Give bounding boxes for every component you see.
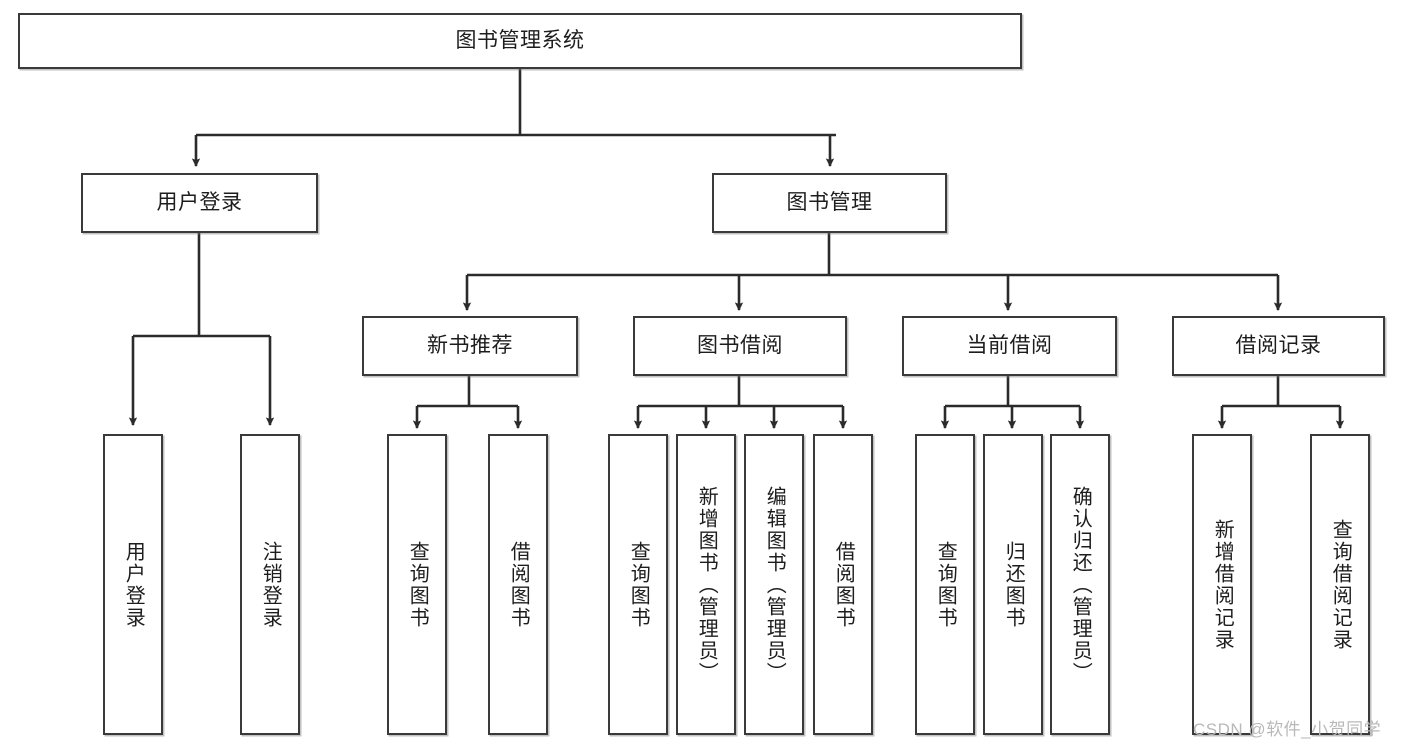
leaf-edit-book-label: 编辑图书（管理员） [763,485,786,684]
node-root[interactable]: 图书管理系统 [18,13,1022,69]
leaf-logout-login[interactable]: 注销登录 [240,434,300,735]
leaf-logout-login-label: 注销登录 [259,540,282,629]
leaf-borrow-book-1-label: 借阅图书 [507,540,530,629]
leaf-return-book[interactable]: 归还图书 [983,434,1043,735]
node-current-borrow-label: 当前借阅 [966,333,1053,357]
node-user-login-label: 用户登录 [156,190,243,214]
leaf-add-record[interactable]: 新增借阅记录 [1192,434,1252,735]
leaf-query-record[interactable]: 查询借阅记录 [1310,434,1370,735]
leaf-borrow-book-1[interactable]: 借阅图书 [488,434,548,735]
leaf-query-book-2-label: 查询图书 [627,540,650,629]
node-book-borrow-label: 图书借阅 [697,333,783,357]
leaf-add-record-label: 新增借阅记录 [1211,518,1234,651]
leaf-edit-book[interactable]: 编辑图书（管理员） [744,434,804,735]
leaf-query-record-label: 查询借阅记录 [1329,518,1352,651]
leaf-query-book-1-label: 查询图书 [406,540,429,629]
node-current-borrow[interactable]: 当前借阅 [902,316,1117,376]
leaf-add-book[interactable]: 新增图书（管理员） [676,434,736,735]
node-root-label: 图书管理系统 [455,28,585,52]
leaf-confirm-return-label: 确认归还（管理员） [1069,485,1092,684]
leaf-query-book-3-label: 查询图书 [934,540,957,629]
node-new-book-rec[interactable]: 新书推荐 [362,316,578,376]
node-book-manage-label: 图书管理 [786,190,873,214]
leaf-add-book-label: 新增图书（管理员） [695,485,718,684]
node-book-borrow[interactable]: 图书借阅 [633,316,847,376]
node-borrow-record-label: 借阅记录 [1235,333,1322,357]
leaf-user-login-label: 用户登录 [122,540,145,629]
node-new-book-rec-label: 新书推荐 [427,333,513,357]
leaf-query-book-3[interactable]: 查询图书 [915,434,975,735]
node-user-login[interactable]: 用户登录 [81,173,318,233]
leaf-confirm-return[interactable]: 确认归还（管理员） [1050,434,1110,735]
leaf-borrow-book-2-label: 借阅图书 [832,540,855,629]
leaf-borrow-book-2[interactable]: 借阅图书 [813,434,873,735]
node-book-manage[interactable]: 图书管理 [712,173,947,233]
csdn-watermark: CSDN @软件_小贺同学 [1193,720,1382,739]
leaf-query-book-2[interactable]: 查询图书 [608,434,668,735]
node-borrow-record[interactable]: 借阅记录 [1172,316,1385,376]
leaf-user-login[interactable]: 用户登录 [103,434,163,735]
leaf-query-book-1[interactable]: 查询图书 [387,434,447,735]
leaf-return-book-label: 归还图书 [1002,540,1025,629]
